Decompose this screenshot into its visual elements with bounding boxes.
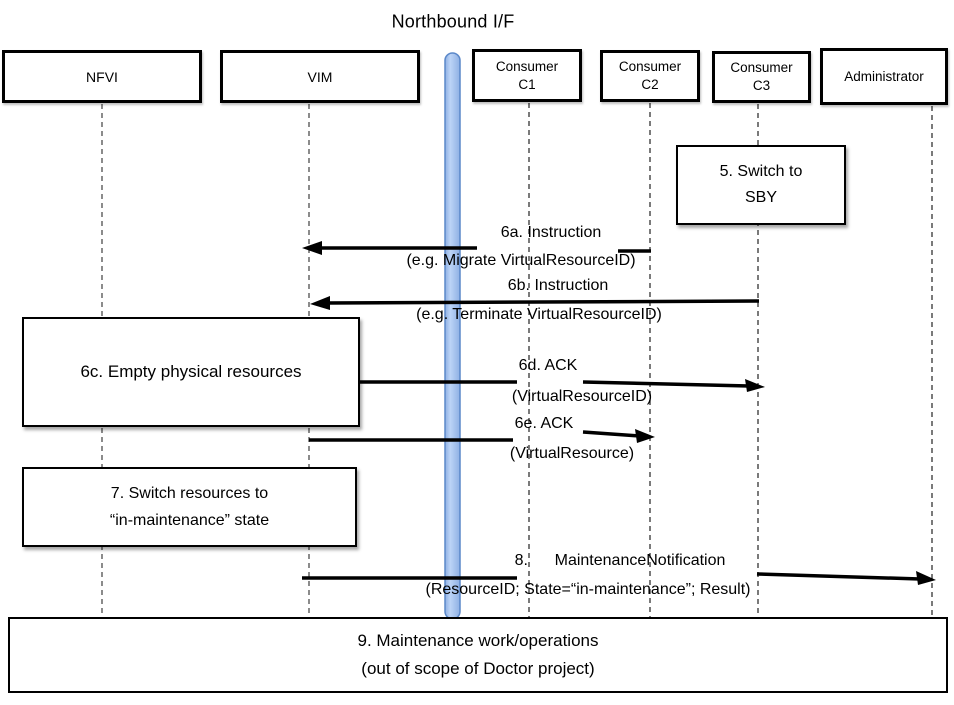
message-label-8-name: 8. MaintenanceNotification: [514, 552, 726, 569]
message-label-6a-name: 6a. Instruction: [500, 224, 602, 241]
message-label-6a-detail: (e.g. Migrate VirtualResourceID): [406, 252, 636, 269]
actor-box-nfvi: NFVI: [2, 50, 202, 103]
message-label-6e-detail: (VirtualResource): [509, 445, 635, 462]
message-label-8-detail: (ResourceID; State=“in-maintenance”; Res…: [425, 581, 751, 598]
message-label-6e-name: 6e. ACK: [514, 415, 574, 432]
diagram-title: Northbound I/F: [391, 11, 515, 32]
actor-box-vim: VIM: [220, 50, 420, 103]
message-arrow-6e: [309, 429, 655, 443]
note-box-switch-resources-in-maintenance: 7. Switch resources to “in-maintenance” …: [22, 467, 357, 547]
actor-box-administrator: Administrator: [820, 48, 948, 105]
note-box-switch-to-sby: 5. Switch to SBY: [676, 145, 846, 225]
note-box-empty-physical-resources: 6c. Empty physical resources: [22, 317, 360, 427]
message-label-6d-detail: (VirtualResourceID): [511, 388, 653, 405]
message-arrow-6b: [310, 296, 760, 310]
note-label-maintenance-work: 9. Maintenance work/operations (out of s…: [357, 631, 599, 678]
actor-box-consumer-c2: Consumer C2: [600, 50, 700, 102]
message-arrow-6d: [360, 379, 765, 392]
actor-label-nfvi: NFVI: [86, 68, 118, 85]
actor-label-consumer-c3: Consumer C3: [730, 60, 793, 93]
message-arrow-6a: [302, 241, 651, 255]
actor-label-administrator: Administrator: [844, 68, 924, 84]
actor-label-consumer-c2: Consumer C2: [618, 59, 682, 92]
message-label-6b-detail: (e.g. Terminate VirtualResourceID): [416, 306, 662, 323]
note-label-switch-to-sby: 5. Switch to SBY: [719, 163, 803, 206]
note-label-empty-physical-resources: 6c. Empty physical resources: [80, 362, 302, 381]
message-label-6b-name: 6b. Instruction: [507, 277, 609, 294]
actor-label-vim: VIM: [307, 68, 333, 85]
note-label-switch-resources-in-maintenance: 7. Switch resources to “in-maintenance” …: [109, 485, 270, 529]
actor-box-consumer-c3: Consumer C3: [712, 51, 811, 103]
message-label-6d-name: 6d. ACK: [518, 357, 578, 374]
note-box-maintenance-work: 9. Maintenance work/operations (out of s…: [8, 617, 948, 693]
message-arrow-8: [302, 571, 936, 585]
northbound-interface-bar: [444, 52, 461, 620]
actor-box-consumer-c1: Consumer C1: [472, 49, 582, 102]
actor-label-consumer-c1: Consumer C1: [495, 58, 559, 92]
